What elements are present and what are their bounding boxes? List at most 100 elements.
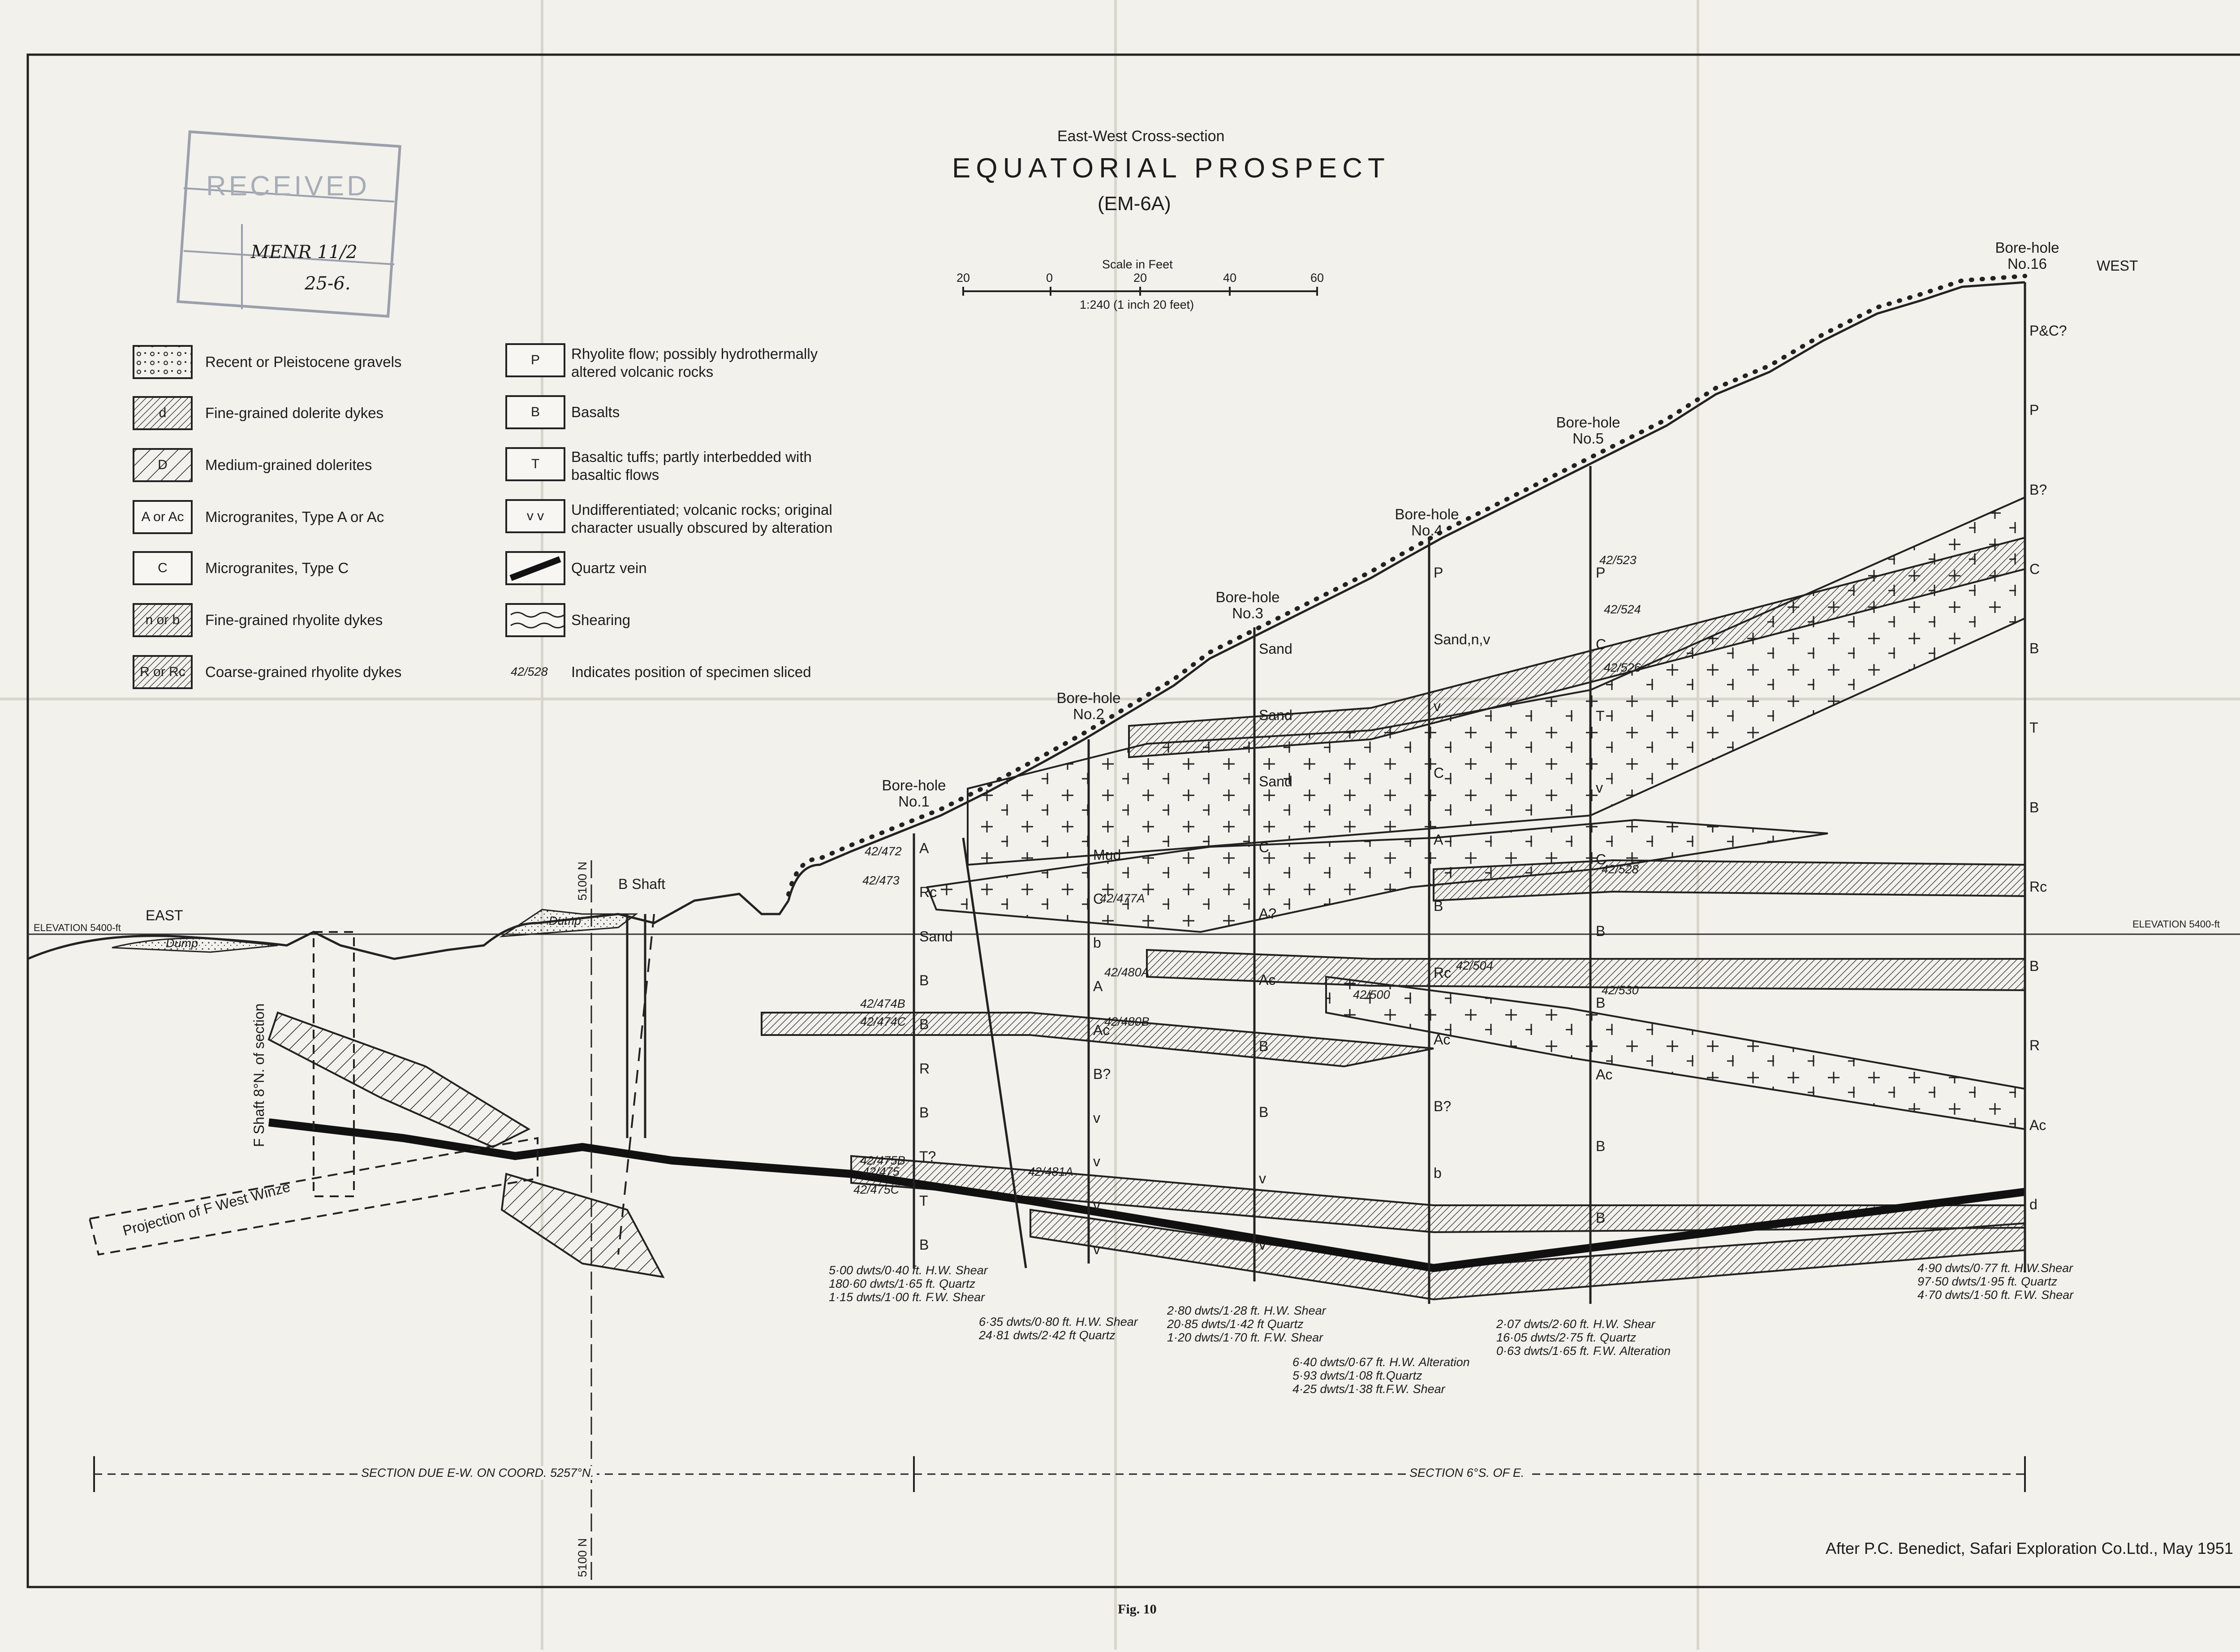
column-rock-label: v bbox=[1259, 1237, 1266, 1253]
title-line3: (EM-6A) bbox=[1098, 193, 1171, 215]
assay-line: 4·70 dwts/1·50 ft. F.W. Shear bbox=[1917, 1288, 2074, 1302]
assay-block-bh3: 2·80 dwts/1·28 ft. H.W. Shear 20·85 dwts… bbox=[1167, 1304, 1326, 1344]
column-rock-label: A bbox=[919, 840, 929, 856]
column-rock-label: R bbox=[919, 1060, 930, 1077]
f-west-winze-outline bbox=[88, 1137, 538, 1256]
scale-tick-5: 60 bbox=[1310, 271, 1324, 285]
specimen-label: 42/473 bbox=[862, 874, 900, 887]
column-rock-label: Sand,n,v bbox=[1434, 631, 1490, 647]
column-rock-label: v bbox=[1093, 1241, 1100, 1257]
column-rock-label: C bbox=[1434, 764, 1444, 781]
specimen-label: 42/530 bbox=[1602, 983, 1639, 997]
column-rock-label: Rc bbox=[2029, 878, 2047, 895]
credit-line: After P.C. Benedict, Safari Exploration … bbox=[1826, 1539, 2233, 1557]
assay-line: 4·90 dwts/0·77 ft. H.W.Shear bbox=[1917, 1261, 2073, 1275]
legend-label-shearing: Shearing bbox=[571, 612, 631, 628]
scale-bar bbox=[962, 287, 1318, 296]
page-title: EQUATORIAL PROSPECT bbox=[952, 153, 1390, 184]
column-rock-label: R bbox=[2029, 1037, 2040, 1054]
borehole-1-label: Bore-hole No.1 bbox=[882, 777, 946, 810]
assay-line: 1·15 dwts/1·00 ft. F.W. Shear bbox=[829, 1290, 985, 1304]
column-rock-label: Ac bbox=[1259, 971, 1276, 988]
assay-line: 4·25 dwts/1·38 ft.F.W. Shear bbox=[1292, 1382, 1445, 1396]
column-rock-label: A bbox=[1093, 978, 1103, 995]
coord-label-bottom: 5100 N bbox=[576, 1538, 589, 1577]
legend-patterns bbox=[133, 343, 565, 689]
borehole-5-label: Bore-hole No.5 bbox=[1556, 414, 1620, 447]
specimen-label: 42/526 bbox=[1604, 661, 1641, 674]
legend-label-quartz-vein: Quartz vein bbox=[571, 560, 647, 576]
column-rock-label: v bbox=[1596, 780, 1603, 796]
assay-block-bh4: 6·40 dwts/0·67 ft. H.W. Alteration 5·93 … bbox=[1292, 1355, 1470, 1396]
legend-label-microgranite-a: Microgranites, Type A or Ac bbox=[205, 509, 384, 525]
specimen-label: 42/475B bbox=[860, 1154, 905, 1167]
borehole-4-label: Bore-hole No.4 bbox=[1395, 506, 1459, 539]
legend-label-fine-dolerite: Fine-grained dolerite dykes bbox=[205, 405, 384, 421]
section-left-label: SECTION DUE E-W. ON COORD. 5257°N. bbox=[358, 1466, 597, 1480]
column-rock-label: C bbox=[1259, 839, 1270, 856]
coord-label-top: 5100 N bbox=[576, 861, 589, 901]
column-rock-label: P&C? bbox=[2029, 323, 2067, 339]
borehole-16-label: Bore-hole No.16 bbox=[1995, 239, 2059, 272]
assay-line: 2·80 dwts/1·28 ft. H.W. Shear bbox=[1167, 1304, 1326, 1317]
legend-symbol-n: n or b bbox=[145, 612, 180, 627]
b-shaft bbox=[626, 914, 646, 1138]
borehole-3-label: Bore-hole No.3 bbox=[1215, 589, 1280, 621]
column-rock-label: B? bbox=[2029, 481, 2047, 498]
column-rock-label: B bbox=[919, 1237, 929, 1253]
column-rock-label: Ac bbox=[2029, 1117, 2046, 1133]
specimen-label: 42/480A bbox=[1104, 966, 1150, 979]
specimen-label: 42/474C bbox=[860, 1015, 906, 1028]
borehole-2-label: Bore-hole No.2 bbox=[1056, 690, 1121, 722]
received-stamp bbox=[177, 130, 401, 318]
column-rock-label: Ac bbox=[1093, 1022, 1110, 1039]
stamp-received: RECEIVED bbox=[206, 171, 370, 202]
specimen-label: 42/524 bbox=[1604, 603, 1641, 616]
column-rock-label: B bbox=[1596, 995, 1606, 1011]
column-rock-label: Sand bbox=[919, 928, 953, 945]
b-shaft-label: B Shaft bbox=[618, 876, 665, 892]
section-right-label: SECTION 6°S. OF E. bbox=[1407, 1466, 1527, 1480]
legend-symbol-R: R or Rc bbox=[140, 664, 185, 679]
assay-line: 180·60 dwts/1·65 ft. Quartz bbox=[829, 1277, 976, 1290]
column-rock-label: d bbox=[2029, 1196, 2038, 1212]
specimen-label: 42/474B bbox=[860, 997, 905, 1010]
column-rock-label: Sand bbox=[1259, 641, 1292, 657]
column-rock-label: v bbox=[1259, 1170, 1266, 1187]
stamp-handwriting-2: 25-6. bbox=[305, 273, 351, 294]
column-rock-label: C bbox=[1596, 636, 1607, 652]
assay-line: 20·85 dwts/1·42 ft Quartz bbox=[1167, 1317, 1304, 1331]
legend-label-basalts: Basalts bbox=[571, 404, 620, 420]
column-rock-label: B bbox=[1596, 1210, 1606, 1226]
map-frame bbox=[26, 53, 2240, 1588]
legend-symbol-C: C bbox=[158, 561, 168, 575]
assay-line: 5·00 dwts/0·40 ft. H.W. Shear bbox=[829, 1264, 988, 1277]
east-label: EAST bbox=[146, 907, 183, 923]
legend-symbol-T: T bbox=[531, 457, 540, 471]
elevation-label-right: ELEVATION 5400-ft bbox=[2132, 919, 2220, 930]
west-label: WEST bbox=[2097, 258, 2138, 274]
column-rock-label: T bbox=[1596, 708, 1605, 724]
assay-block-bh16: 4·90 dwts/0·77 ft. H.W.Shear 97·50 dwts/… bbox=[1917, 1261, 2073, 1302]
legend-label-fine-rhyolite: Fine-grained rhyolite dykes bbox=[205, 612, 383, 628]
legend-label-medium-dolerite: Medium-grained dolerites bbox=[205, 457, 372, 473]
column-rock-label: C bbox=[2029, 561, 2040, 577]
legend-label-undifferentiated: Undifferentiated; volcanic rocks; origin… bbox=[571, 501, 833, 536]
bore-holes bbox=[913, 282, 2026, 1304]
assay-line: 0·63 dwts/1·65 ft. F.W. Alteration bbox=[1496, 1344, 1671, 1358]
assay-line: 16·05 dwts/2·75 ft. Quartz bbox=[1496, 1331, 1637, 1344]
legend-symbol-v: v v bbox=[526, 509, 544, 523]
assay-block-bh5: 2·07 dwts/2·60 ft. H.W. Shear 16·05 dwts… bbox=[1496, 1317, 1671, 1358]
column-rock-label: B bbox=[1434, 898, 1443, 914]
column-rock-label: A? bbox=[1259, 906, 1277, 922]
legend-label-microgranite-c: Microgranites, Type C bbox=[205, 560, 349, 576]
stamp-handwriting-1: MENR 11/2 bbox=[251, 242, 358, 263]
scale-tick-4: 40 bbox=[1223, 271, 1237, 285]
legend-symbol-A: A or Ac bbox=[141, 509, 184, 524]
column-rock-label: Sand bbox=[1259, 773, 1292, 789]
column-rock-label: Rc bbox=[1434, 965, 1452, 981]
scale-ratio: 1:240 (1 inch 20 feet) bbox=[1080, 298, 1194, 311]
column-rock-label: v bbox=[1093, 1109, 1100, 1126]
column-rock-label: Rc bbox=[919, 884, 937, 901]
